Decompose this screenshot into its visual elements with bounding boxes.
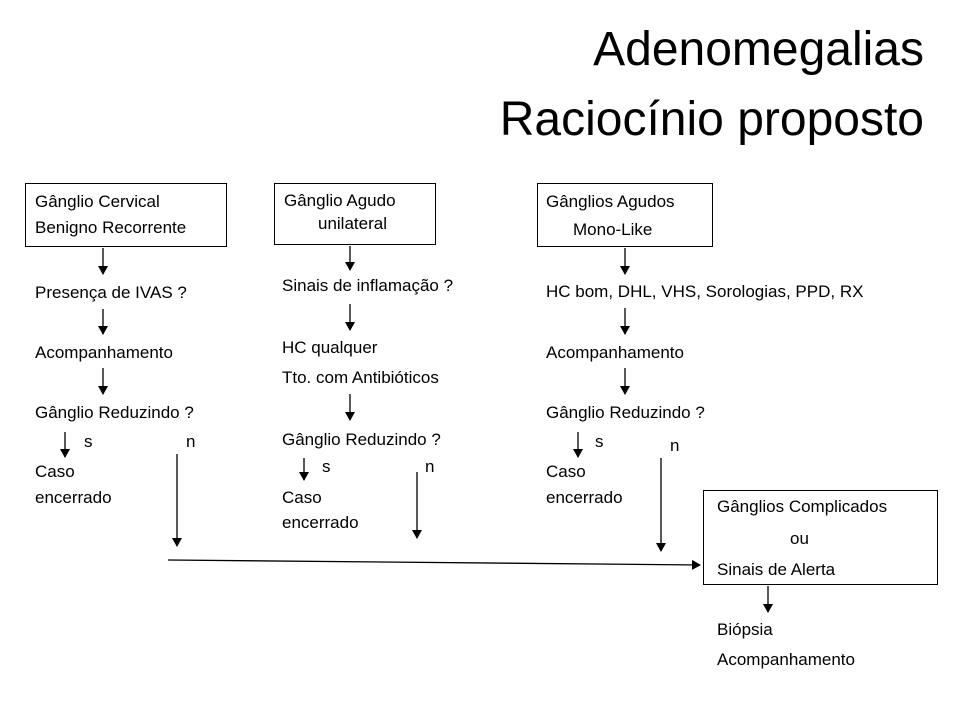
- final-box-line-2: ou: [790, 529, 809, 548]
- box-ganglios-complicados: [703, 490, 938, 585]
- box-cervical-benigno: [25, 183, 227, 247]
- col3-exames: HC bom, DHL, VHS, Sorologias, PPD, RX: [546, 282, 864, 301]
- col1-caso-line-1: Caso: [35, 462, 75, 481]
- col2-yes-label: s: [322, 457, 331, 476]
- col3-caso-line-1: Caso: [546, 462, 586, 481]
- title-line-2: Raciocínio proposto: [499, 93, 924, 146]
- col3-yes-label: s: [595, 432, 604, 451]
- col2-caso-line-1: Caso: [282, 488, 322, 507]
- col1-question-ivas: Presença de IVAS ?: [35, 283, 187, 302]
- col1-caso-line-2: encerrado: [35, 488, 112, 507]
- col1-box-line-1: Gânglio Cervical: [35, 192, 160, 211]
- arrow-horizontal-to-final: [167, 559, 701, 570]
- col2-antibioticos: Tto. com Antibióticos: [282, 368, 439, 387]
- col1-acompanhamento: Acompanhamento: [35, 343, 173, 362]
- col3-no-label: n: [670, 436, 680, 455]
- final-box-line-3: Sinais de Alerta: [717, 560, 836, 579]
- title-line-1: Adenomegalias: [593, 23, 924, 76]
- final-acompanhamento: Acompanhamento: [717, 650, 855, 669]
- col2-question-inflamacao: Sinais de inflamação ?: [282, 276, 454, 295]
- col2-no-label: n: [425, 457, 435, 476]
- col2-hc-qualquer: HC qualquer: [282, 338, 378, 357]
- col2-box-line-2: unilateral: [318, 214, 387, 233]
- box-ganglios-mono-like: [537, 183, 713, 247]
- col2-question-reduzindo: Gânglio Reduzindo ?: [282, 430, 441, 449]
- col3-acompanhamento: Acompanhamento: [546, 343, 684, 362]
- col3-question-reduzindo: Gânglio Reduzindo ?: [546, 403, 705, 422]
- col1-no-label: n: [186, 432, 196, 451]
- final-box-line-1: Gânglios Complicados: [717, 497, 888, 516]
- col2-box-line-1: Gânglio Agudo: [284, 191, 396, 210]
- col2-caso-line-2: encerrado: [282, 513, 359, 532]
- col1-box-line-2: Benigno Recorrente: [35, 218, 187, 237]
- col3-caso-line-2: encerrado: [546, 488, 623, 507]
- box-ganglio-agudo: [274, 183, 436, 245]
- col3-box-line-1: Gânglios Agudos: [546, 192, 675, 211]
- col1-yes-label: s: [84, 432, 93, 451]
- col3-box-line-2: Mono-Like: [573, 220, 653, 239]
- final-biopsia: Biópsia: [717, 620, 773, 639]
- col1-question-reduzindo: Gânglio Reduzindo ?: [35, 403, 194, 422]
